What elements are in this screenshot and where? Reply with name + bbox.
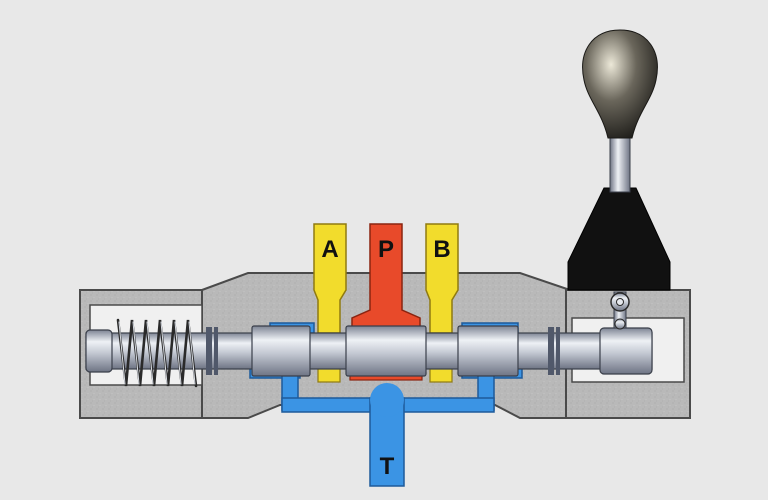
port-t-label: T — [380, 453, 395, 480]
spool-grooves — [206, 327, 560, 375]
lever-stem — [609, 131, 631, 193]
link-pin — [614, 318, 626, 330]
spool-lands — [251, 325, 653, 377]
spring-highlight — [118, 321, 196, 385]
return-spring — [116, 318, 198, 388]
port-b-lower — [429, 367, 453, 383]
pivot-pin-center — [616, 298, 624, 306]
port-p-label: P — [378, 236, 394, 263]
port-b-label: B — [433, 236, 450, 263]
lever-base — [567, 187, 671, 291]
port-a-label: A — [321, 236, 338, 263]
lever-knob — [582, 29, 658, 139]
spool-end-cap — [85, 329, 113, 373]
port-a-lower — [317, 367, 341, 383]
